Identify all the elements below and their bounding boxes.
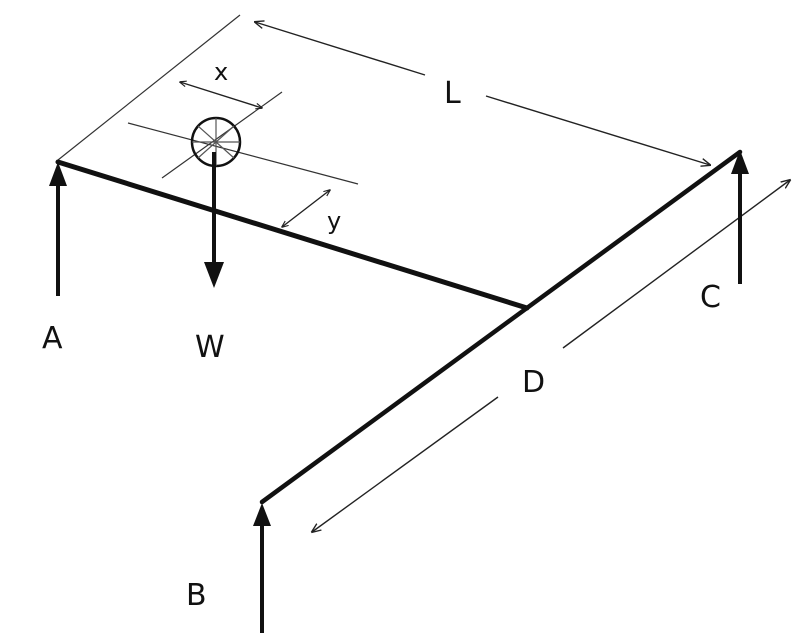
support-b-label: B	[186, 578, 207, 613]
x-dimension-arrow	[180, 82, 262, 108]
length-dimension-arrow-right	[485, 95, 710, 165]
support-a-arrow	[49, 162, 67, 296]
support-c-arrow	[731, 150, 749, 284]
depth-dimension-arrow-lower	[312, 396, 499, 532]
beam-b-to-c	[259, 149, 743, 505]
support-c-label: C	[700, 280, 721, 315]
depth-label: D	[522, 365, 545, 400]
length-dimension-arrow-left	[255, 22, 426, 76]
y-offset-label: y	[327, 207, 341, 235]
plane-outline-left	[57, 14, 241, 161]
y-dimension-arrow	[282, 190, 330, 227]
support-a-label: A	[42, 321, 63, 356]
x-offset-label: x	[214, 58, 228, 86]
load-arrow	[204, 152, 224, 288]
y-reference-line	[127, 122, 359, 185]
depth-dimension-arrow-upper	[562, 180, 790, 349]
beam-a-to-joint	[55, 159, 530, 311]
length-label: L	[444, 76, 461, 111]
load-label: W	[195, 330, 225, 365]
support-b-arrow	[253, 503, 271, 633]
